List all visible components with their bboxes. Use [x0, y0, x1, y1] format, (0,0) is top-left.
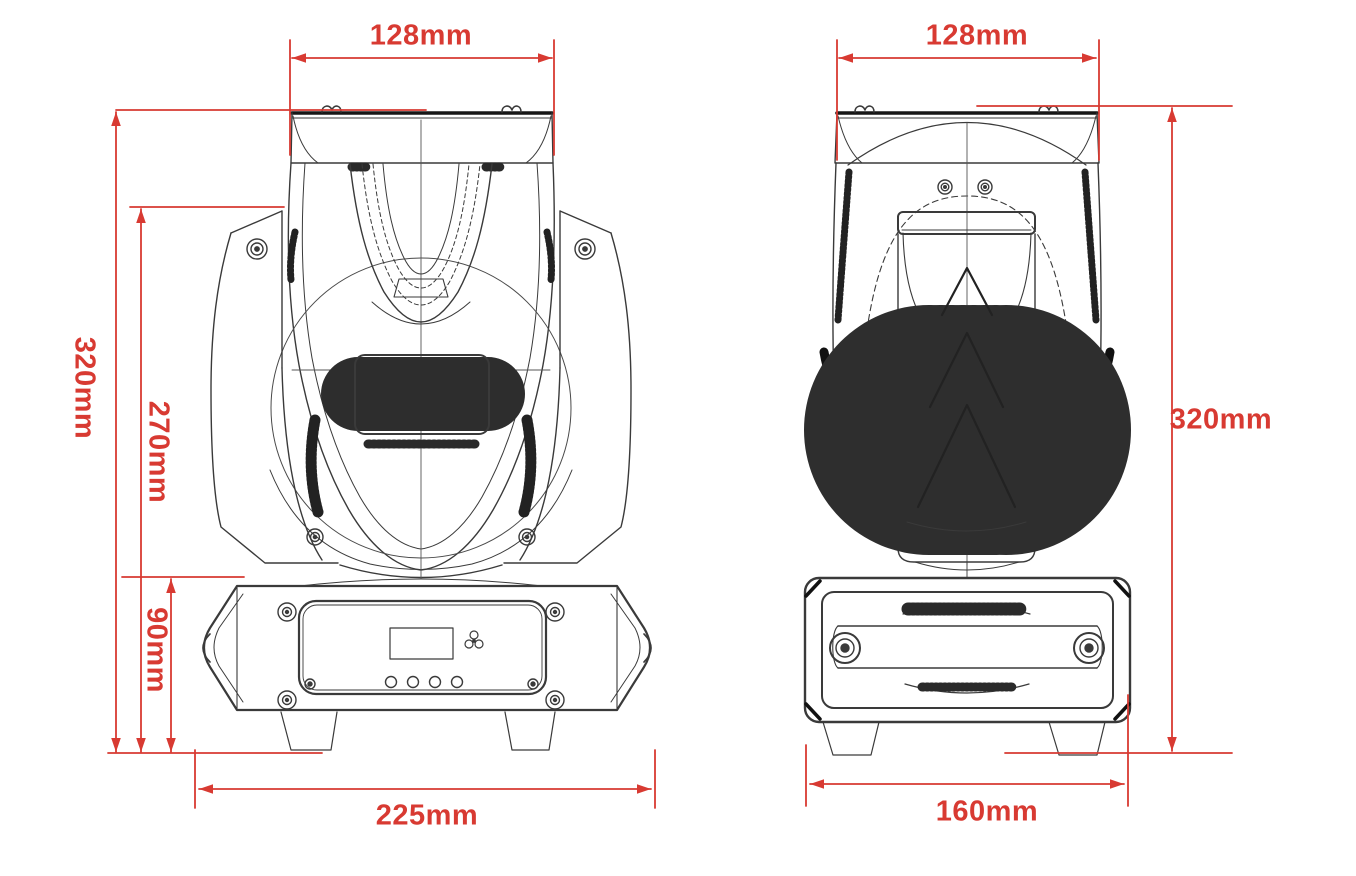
display-screen: [389, 627, 454, 660]
side-view: [803, 105, 1132, 756]
dim-side-base-depth: 160mm: [935, 795, 1039, 828]
front-base: [202, 578, 652, 751]
front-yoke-arms: [210, 210, 632, 564]
front-head: [269, 119, 573, 579]
side-top-plate: [834, 105, 1100, 164]
dim-front-yoke-height: 270mm: [142, 400, 175, 504]
menu-buttons: [384, 675, 464, 689]
front-screw: [246, 238, 596, 546]
dimension-lines: [107, 39, 1233, 809]
side-knobs: [829, 632, 1105, 664]
side-feet: [822, 721, 1106, 756]
side-yoke-column: [804, 211, 1131, 579]
dim-front-overall-height: 320mm: [68, 336, 101, 440]
dim-front-base-width: 225mm: [375, 799, 479, 832]
dim-side-top-width: 128mm: [925, 19, 1029, 52]
chevron-marks: [916, 266, 1017, 509]
front-feet: [280, 711, 556, 751]
dim-front-base-height: 90mm: [140, 607, 173, 693]
side-base: [803, 576, 1132, 756]
fan-icon: [464, 630, 484, 649]
front-top-plate: [290, 105, 554, 172]
front-view: [202, 105, 652, 751]
base-screws: [277, 602, 565, 710]
dim-front-top-width: 128mm: [369, 19, 473, 52]
front-grille: [321, 354, 525, 449]
dim-side-overall-height: 320mm: [1169, 403, 1273, 436]
